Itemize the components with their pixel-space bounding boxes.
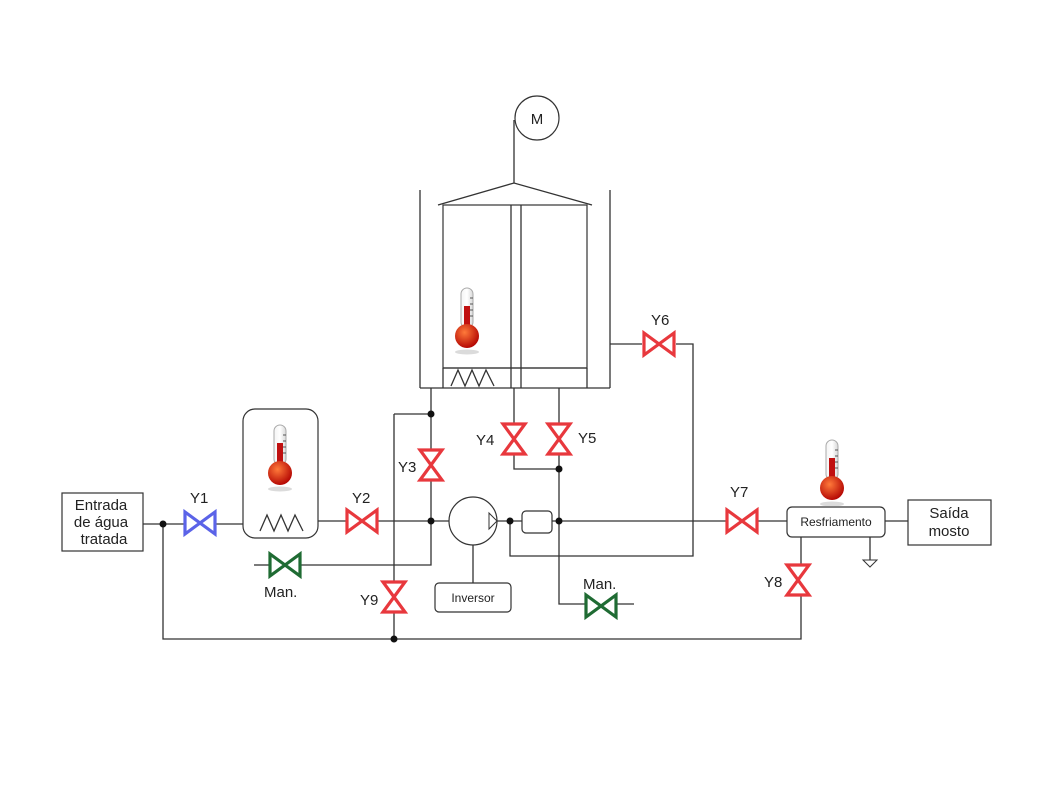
flow-meter — [521, 510, 553, 534]
tank-heating-coil — [450, 368, 495, 388]
valve-label-y7: Y7 — [730, 484, 748, 501]
mash-tank — [419, 120, 611, 389]
valve-label-y3: Y3 — [398, 459, 416, 476]
inlet-line-1: Entrada — [75, 497, 128, 514]
inlet-line-3: tratada — [81, 531, 128, 548]
cooler-thermometer-icon — [819, 439, 845, 507]
cooler-label: Resfriamento — [800, 515, 872, 529]
inverter-label: Inversor — [451, 591, 494, 605]
valves — [183, 329, 813, 621]
valve-man-left[interactable] — [268, 550, 302, 580]
valve-label-y4: Y4 — [476, 432, 494, 449]
cooler-box: Resfriamento — [786, 506, 886, 538]
inverter-box[interactable]: Inversor — [434, 582, 512, 613]
valve-y3[interactable] — [416, 448, 446, 482]
heater-coil — [259, 513, 304, 533]
valve-label-y6: Y6 — [651, 312, 669, 329]
valve-y2[interactable] — [345, 506, 379, 536]
valve-label-y8: Y8 — [764, 574, 782, 591]
outlet-line-2: mosto — [929, 523, 970, 540]
valve-label-y2: Y2 — [352, 490, 370, 507]
valve-man-right[interactable] — [584, 591, 618, 621]
water-inlet-box: Entrada de água tratada — [61, 492, 144, 552]
junction-dots — [159, 410, 563, 643]
valve-y4[interactable] — [499, 422, 529, 456]
valve-label-y9: Y9 — [360, 592, 378, 609]
motor: M — [514, 95, 560, 141]
valve-y8[interactable] — [783, 563, 813, 597]
manual-valve-right-label: Man. — [583, 576, 616, 593]
valve-y1[interactable] — [183, 508, 217, 538]
valve-y5[interactable] — [544, 422, 574, 456]
pipe-network — [143, 343, 908, 640]
tank-thermometer-icon — [454, 287, 480, 355]
outlet-line-1: Saída — [929, 505, 969, 522]
valve-y7[interactable] — [725, 506, 759, 536]
valve-y9[interactable] — [379, 580, 409, 614]
valve-y6[interactable] — [642, 329, 676, 359]
wort-outlet-box: Saída mosto — [907, 499, 992, 546]
motor-label: M — [531, 111, 544, 128]
inlet-line-2: de água — [74, 514, 129, 531]
valve-label-y1: Y1 — [190, 490, 208, 507]
pump[interactable] — [448, 496, 498, 546]
valve-label-y5: Y5 — [578, 430, 596, 447]
manual-valve-left-label: Man. — [264, 584, 297, 601]
